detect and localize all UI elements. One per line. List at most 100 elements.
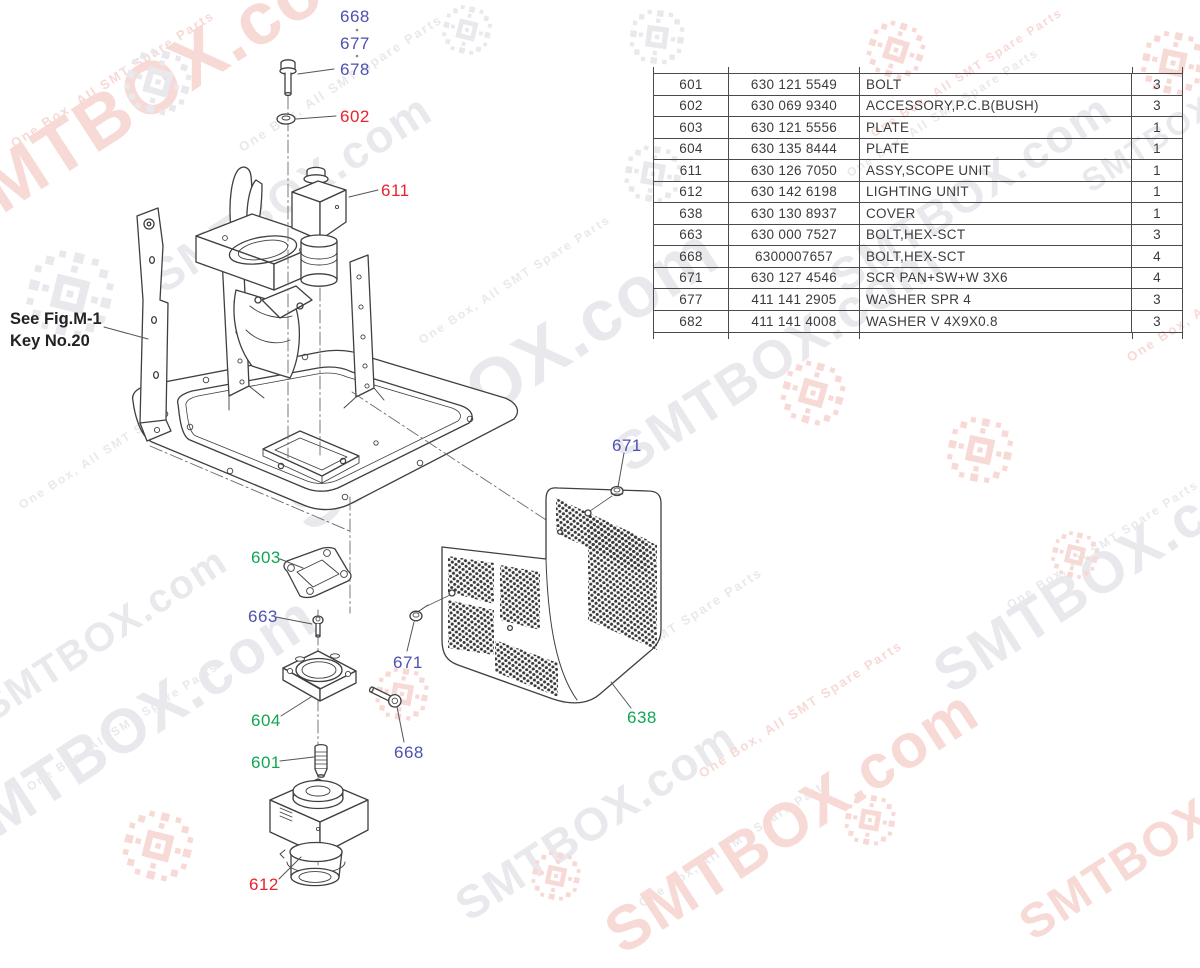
spacer-601: [314, 743, 328, 778]
cell-qty: 3: [1153, 227, 1161, 243]
machine-frame: [131, 166, 519, 511]
leader-lines: [103, 68, 632, 880]
callout-638: 638: [627, 708, 657, 727]
cell-part-number: 630 121 5556: [729, 117, 860, 138]
cell-qty: 1: [1153, 141, 1161, 157]
table-stub: [1132, 67, 1133, 73]
washer-602: [276, 113, 296, 125]
callout-668-top: 668: [340, 7, 370, 26]
table-stub: [728, 67, 729, 73]
callout-603: 603: [251, 548, 281, 567]
table-stub: [1182, 333, 1183, 339]
label-separator-dot: [355, 54, 359, 58]
callout-671-top: 671: [612, 436, 642, 455]
cell-description: ACCESSORY,P.C.B(BUSH): [860, 95, 1132, 116]
cell-part-number: 411 141 2905: [729, 289, 860, 310]
see-fig-note-line1: See Fig.M-1: [10, 310, 102, 328]
phantom-line-to-cover: [351, 391, 573, 538]
cell-part-number: 630 142 6198: [729, 181, 860, 202]
callout-677: 677: [340, 34, 370, 53]
cover-638: [441, 487, 662, 704]
exploded-view-drawing: [103, 28, 662, 887]
screw-671-bottom: [409, 604, 429, 622]
callout-678: 678: [340, 60, 370, 79]
phantom-line-lower: [149, 445, 353, 533]
table-stub: [653, 333, 654, 339]
callout-611: 611: [381, 181, 410, 200]
table-stub: [728, 333, 729, 339]
cell-ref-no: 663: [654, 224, 729, 245]
cell-description: BOLT: [860, 74, 1132, 95]
see-fig-note-line2: Key No.20: [10, 332, 90, 350]
callout-663: 663: [248, 607, 278, 626]
cell-description: BOLT,HEX-SCT: [860, 224, 1132, 245]
cell-qty: 3: [1153, 98, 1161, 114]
plate-604: [282, 650, 357, 702]
cell-qty: 3: [1153, 76, 1161, 92]
table-stub: [859, 333, 860, 339]
cell-qty: 3: [1153, 313, 1161, 329]
cell-qty: 1: [1153, 205, 1161, 221]
cell-ref-no: 638: [654, 203, 729, 224]
cell-ref-no: 682: [654, 310, 729, 332]
bolt-663: [312, 615, 324, 638]
cell-part-number: 630 121 5549: [729, 74, 860, 95]
cell-ref-no: 671: [654, 267, 729, 288]
cell-qty: 1: [1153, 184, 1161, 200]
cell-ref-no: 602: [654, 95, 729, 116]
cell-ref-no: 612: [654, 181, 729, 202]
cell-ref-no: 604: [654, 138, 729, 159]
cell-description: WASHER SPR 4: [860, 289, 1132, 310]
cell-ref-no: 677: [654, 289, 729, 310]
cell-part-number: 630 069 9340: [729, 95, 860, 116]
callout-668-bottom: 668: [394, 743, 424, 762]
cell-description: SCR PAN+SW+W 3X6: [860, 267, 1132, 288]
callout-671-bottom: 671: [393, 653, 423, 672]
cell-description: PLATE: [860, 117, 1132, 138]
cell-part-number: 630 000 7527: [729, 224, 860, 245]
screw-671-top: [610, 485, 624, 497]
callout-612: 612: [249, 875, 279, 894]
cell-description: LIGHTING UNIT: [860, 181, 1132, 202]
cell-part-number: 630 135 8444: [729, 138, 860, 159]
cell-description: ASSY,SCOPE UNIT: [860, 160, 1132, 181]
scope-unit-611: [291, 166, 347, 287]
cell-description: PLATE: [860, 138, 1132, 159]
cell-part-number: 6300007657: [729, 246, 860, 267]
cell-part-number: 411 141 4008: [729, 310, 860, 332]
table-stub: [1132, 333, 1133, 339]
cell-description: BOLT,HEX-SCT: [860, 246, 1132, 267]
cell-ref-no: 603: [654, 117, 729, 138]
cell-qty: 3: [1153, 291, 1161, 307]
table-stub: [859, 67, 860, 73]
cell-qty: 4: [1153, 270, 1161, 286]
cell-ref-no: 668: [654, 246, 729, 267]
label-separator-dot: [355, 28, 359, 32]
cell-qty: 4: [1153, 248, 1161, 264]
cell-description: COVER: [860, 203, 1132, 224]
table-stub: [1182, 67, 1183, 73]
cell-ref-no: 601: [654, 74, 729, 95]
cell-part-number: 630 127 4546: [729, 267, 860, 288]
cell-qty: 1: [1153, 162, 1161, 178]
bolt-668-bottom: [368, 686, 402, 708]
cell-qty: 1: [1153, 119, 1161, 135]
bolt-678: [279, 59, 297, 97]
lighting-unit-612: [269, 778, 369, 887]
cell-part-number: 630 126 7050: [729, 160, 860, 181]
cell-description: WASHER V 4X9X0.8: [860, 310, 1132, 332]
